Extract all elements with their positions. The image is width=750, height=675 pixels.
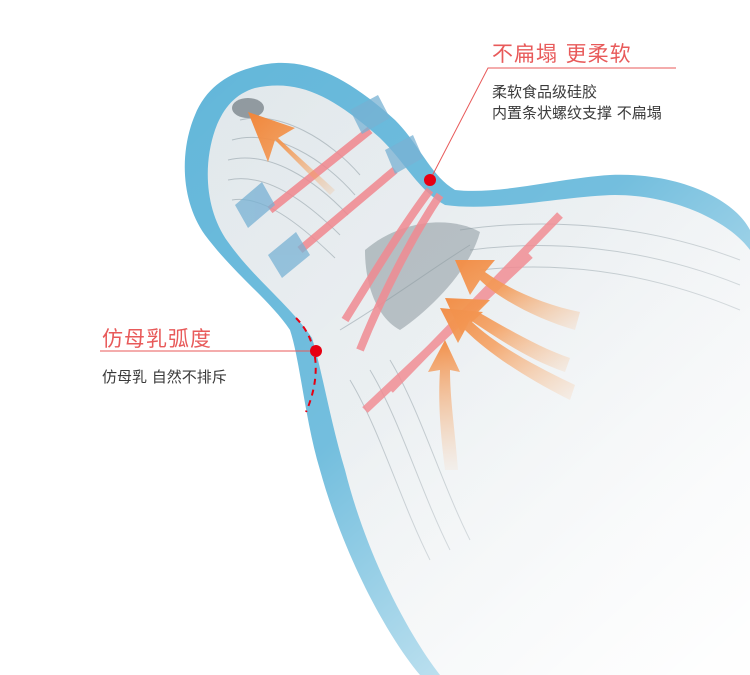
callout-left-line-1: 仿母乳 自然不排斥: [102, 368, 227, 386]
callout-left: 仿母乳弧度 仿母乳 自然不排斥: [102, 323, 227, 388]
curvature-dashed-arc: [295, 317, 317, 413]
callout-top-dot: [424, 174, 436, 186]
callout-top-line-2: 内置条状螺纹支撑 不扁塌: [492, 104, 662, 122]
callout-top-title: 不扁塌 更柔软: [492, 42, 632, 66]
callout-top-leader: [429, 67, 676, 181]
callout-top: 不扁塌 更柔软 柔软食品级硅胶 内置条状螺纹支撑 不扁塌: [492, 38, 662, 124]
callout-left-title: 仿母乳弧度: [102, 327, 212, 351]
callout-top-line-1: 柔软食品级硅胶: [492, 83, 598, 101]
callout-left-dot: [310, 345, 322, 357]
